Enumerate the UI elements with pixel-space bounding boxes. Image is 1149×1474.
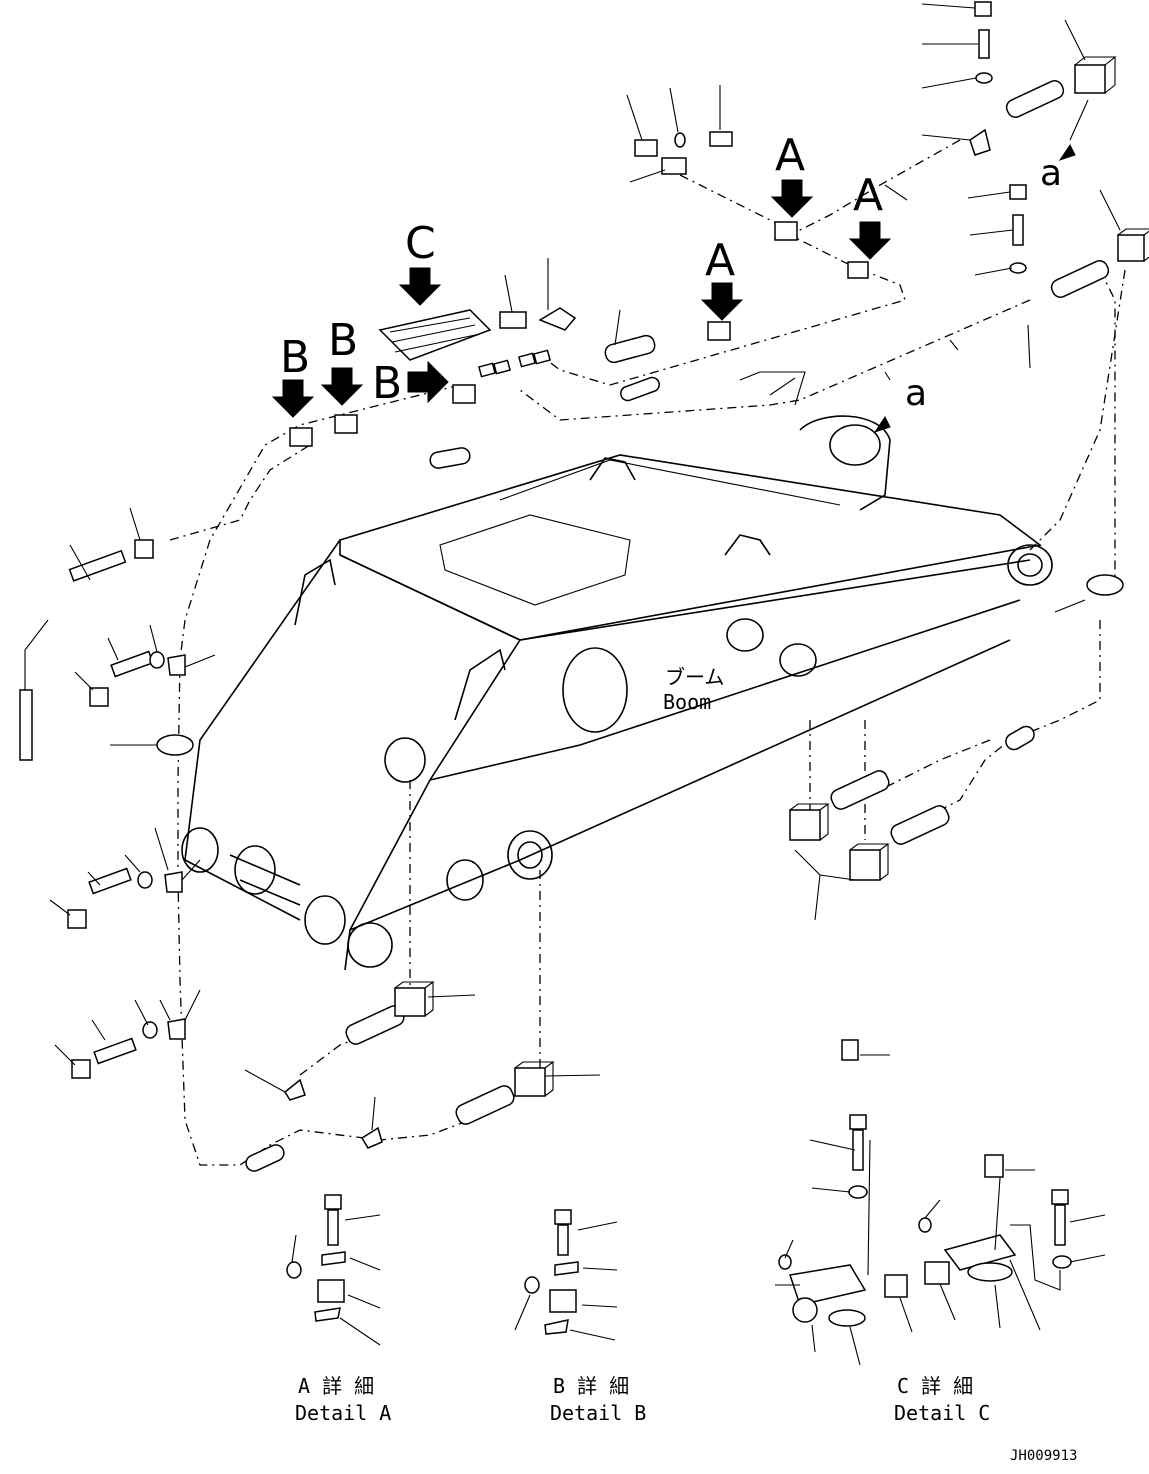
detail-c-title-en: Detail C (894, 1401, 990, 1425)
detail-b-title-jp: B 詳 細 (553, 1374, 629, 1398)
callout-b-label-3: B (372, 358, 402, 409)
detail-b (514, 1209, 618, 1341)
callout-small-a-label-1: a (1040, 153, 1062, 194)
hose-routes (169, 139, 1126, 1166)
leader-lines (24, 3, 1121, 1131)
callout-small-a-label-2: a (905, 373, 927, 414)
detail-a-title-jp: A 詳 細 (298, 1374, 374, 1398)
callout-a-label-2: A (853, 170, 883, 221)
detail-a (286, 1194, 381, 1346)
fasteners (19, 1, 1124, 1149)
hose-tubes (245, 80, 1110, 1172)
callout-a-label-3: A (705, 235, 735, 286)
callout-c-label: C (405, 218, 436, 269)
callout-arrows (271, 144, 1076, 433)
callout-labels: C A A A B B B a a (280, 130, 1062, 414)
callout-b-label-1: B (280, 332, 310, 383)
detail-b-title-en: Detail B (550, 1401, 646, 1425)
pin-cluster (378, 309, 551, 378)
detail-c (775, 1039, 1106, 1366)
callout-a-label-1: A (775, 130, 805, 181)
boom-body (181, 415, 1053, 971)
detail-a-title-en: Detail A (295, 1401, 391, 1425)
callout-b-label-2: B (328, 315, 358, 366)
boom-label-en: Boom (663, 690, 711, 714)
detail-c-title-jp: C 詳 細 (897, 1374, 973, 1398)
connector-blocks (289, 56, 1149, 1097)
boom-label-jp: ブーム (665, 665, 724, 689)
drawing-number: JH009913 (1010, 1448, 1077, 1464)
